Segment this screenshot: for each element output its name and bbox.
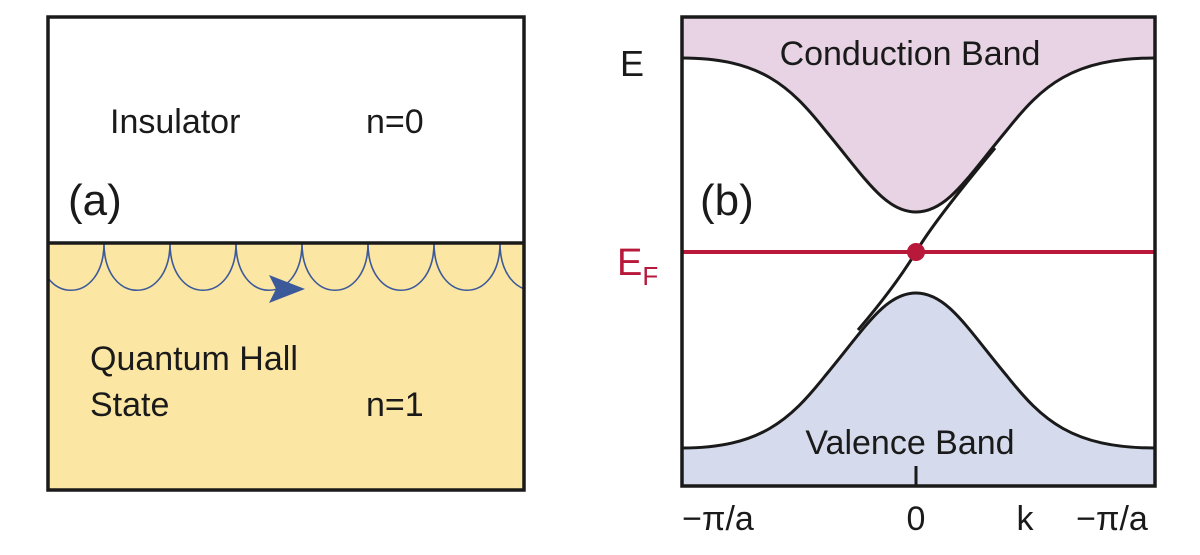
quantum-hall-label-line2: State <box>90 386 169 424</box>
fermi-level-label: EF <box>617 242 658 291</box>
x-tick-label-left: −π/a <box>682 500 754 538</box>
quantum-hall-index-label: n=1 <box>366 386 424 424</box>
insulator-region <box>48 17 524 243</box>
conduction-band-region <box>682 17 1155 212</box>
edge-current-arrow-icon <box>269 275 305 303</box>
conduction-band-label: Conduction Band <box>780 35 1041 73</box>
panel-a-label: (a) <box>68 176 122 225</box>
x-axis-label-k: k <box>1017 500 1035 538</box>
x-tick-label-right: −π/a <box>1076 500 1148 538</box>
fermi-crossing-point <box>907 243 925 261</box>
panel-a: Insulator n=0 (a) Quantum Hall State n=1 <box>46 15 526 492</box>
energy-axis-label: E <box>620 43 644 84</box>
x-tick-label-zero: 0 <box>907 500 926 538</box>
valence-band-edge <box>682 291 1155 450</box>
quantum-hall-label-line1: Quantum Hall <box>90 340 298 378</box>
valence-band-region <box>682 293 1155 486</box>
panel-b-frame <box>680 15 1157 488</box>
panel-a-frame <box>46 15 526 492</box>
panel-b-label: (b) <box>700 176 754 225</box>
conduction-band-edge <box>682 56 1155 214</box>
panel-b: Conduction Band Valence Band (b) E EF −π… <box>617 15 1157 538</box>
valence-band-label: Valence Band <box>805 424 1014 462</box>
insulator-index-label: n=0 <box>366 103 424 141</box>
insulator-label: Insulator <box>110 103 240 141</box>
